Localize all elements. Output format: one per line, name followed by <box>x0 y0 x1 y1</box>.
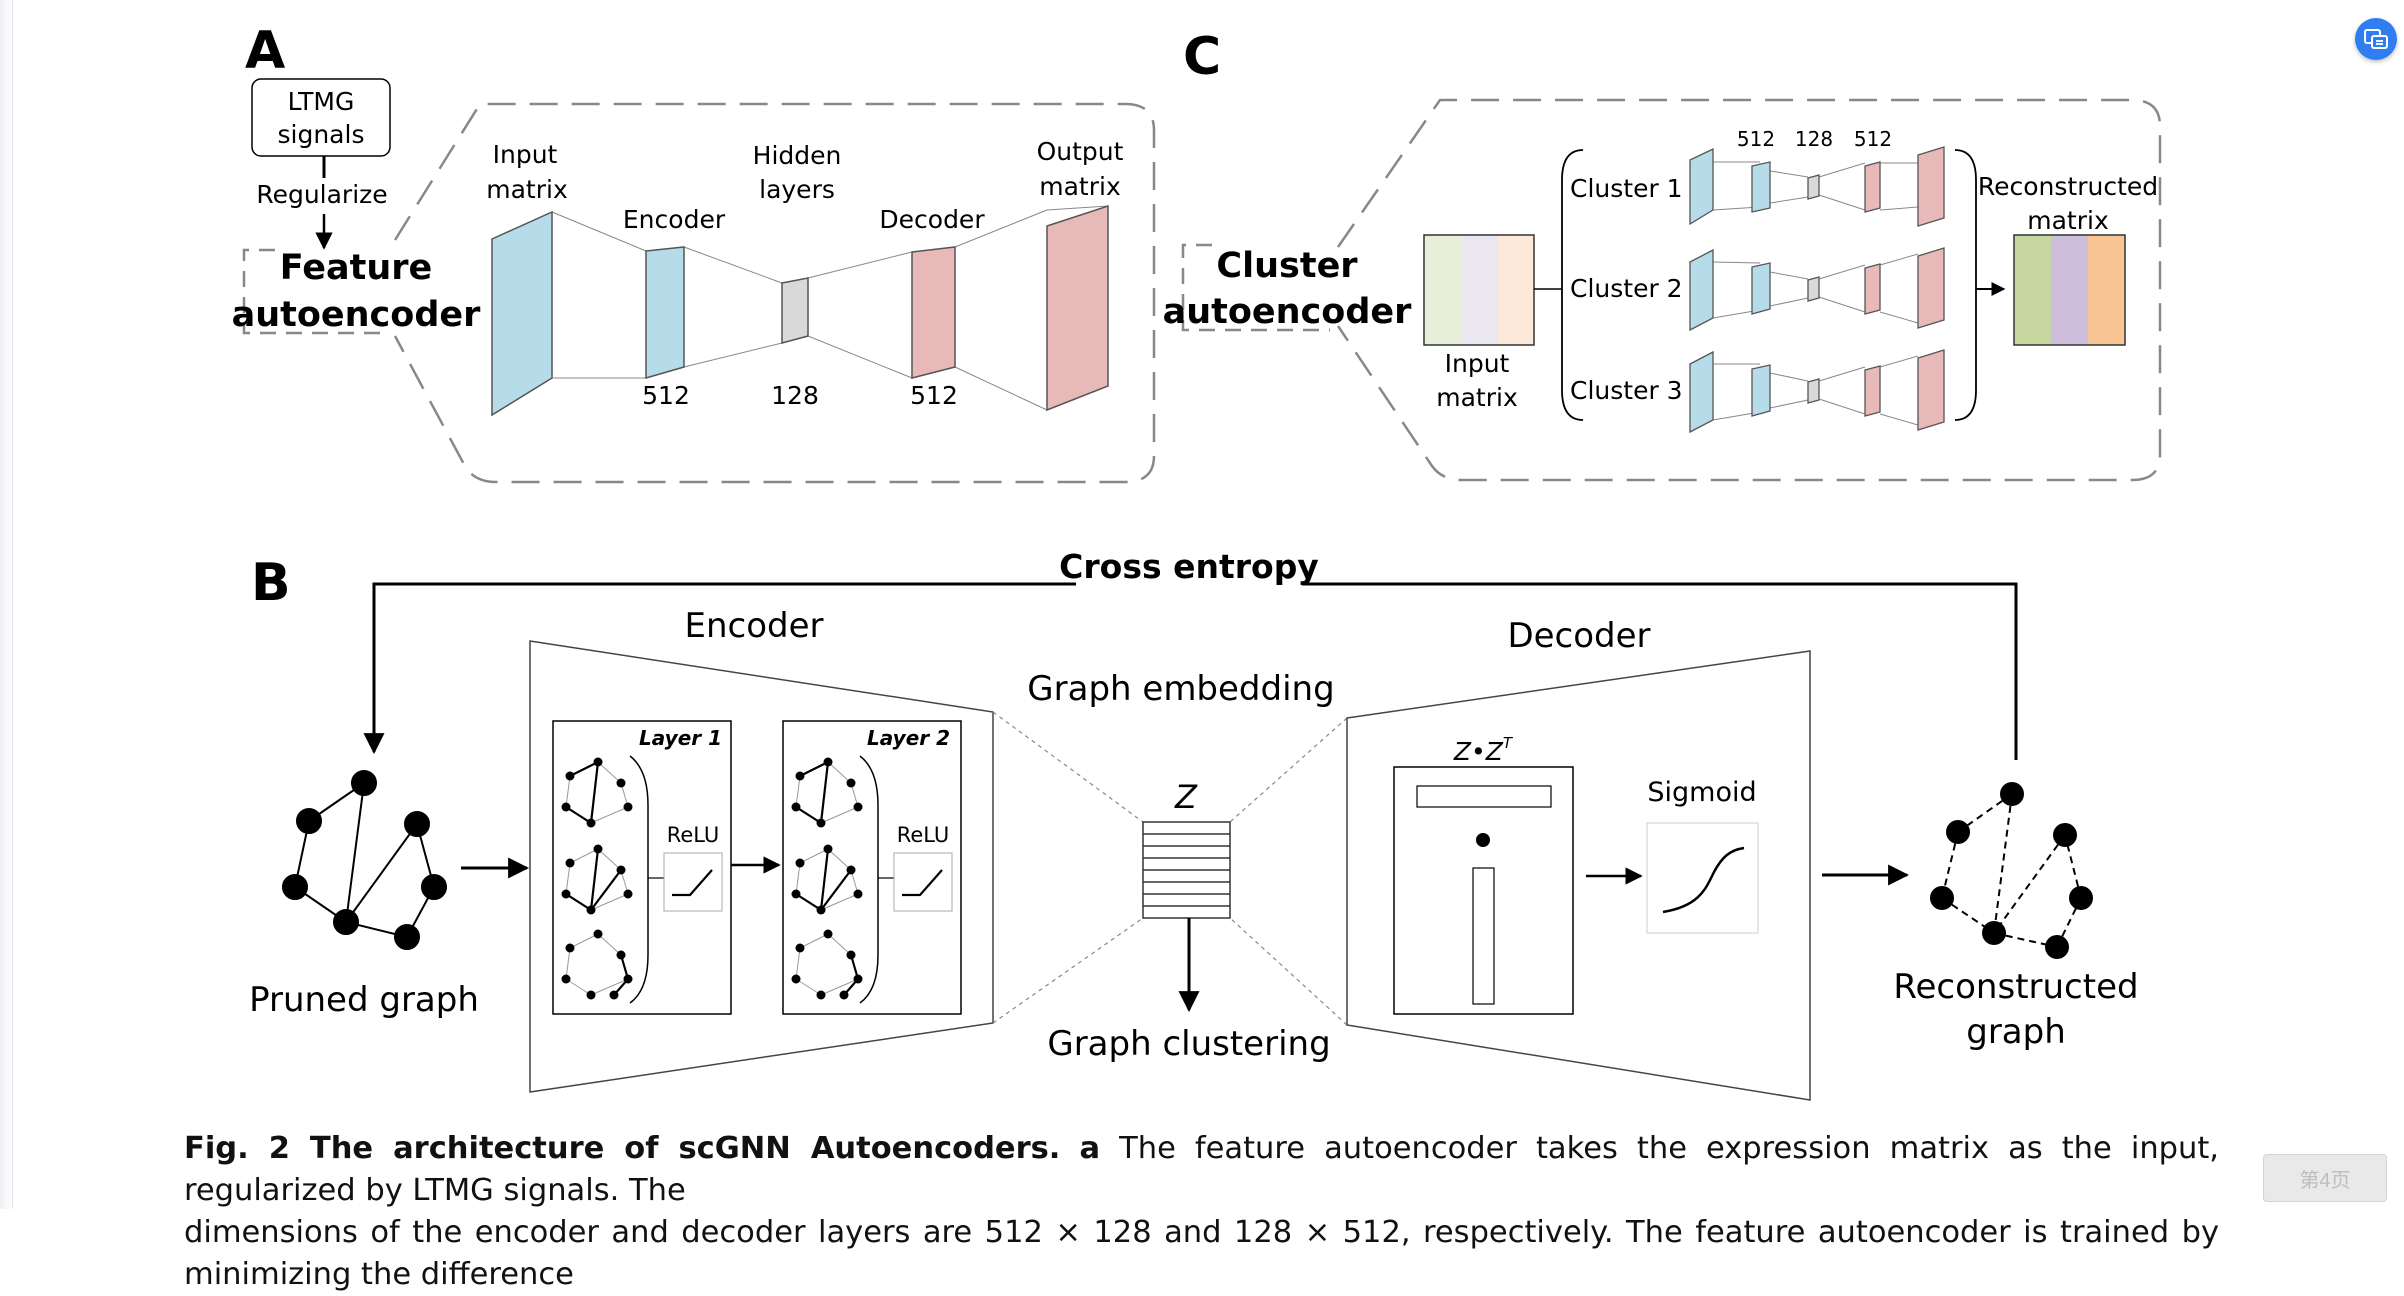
panel-b: B Cross entropy Pruned graph Encoder <box>249 547 2139 1101</box>
encoder-layer <box>645 246 685 379</box>
caption-panel-letter: a <box>1079 1131 1101 1166</box>
decoder-dim-label: 512 <box>910 381 958 410</box>
z-row-vector <box>1416 785 1552 808</box>
ltmg-box <box>251 78 391 157</box>
translate-tool-button[interactable] <box>2355 18 2397 60</box>
figure-2: A LTMG signals Regularize Feature autoen… <box>232 21 2162 1101</box>
cluster-input-label-2: matrix <box>1436 383 1518 412</box>
layer-2-relu-icon <box>902 869 943 897</box>
panel-a: A LTMG signals Regularize Feature autoen… <box>232 21 1156 484</box>
encoder-dim-label: 512 <box>642 381 690 410</box>
cluster-autoencoder-label-2: autoencoder <box>1163 292 1413 332</box>
reconstructed-graph-label-1: Reconstructed <box>1893 967 2138 1007</box>
panel-c-letter: C <box>1183 27 1221 87</box>
layer-1-subgraph-1 <box>561 757 633 828</box>
figure-caption: Fig. 2 The architecture of scGNN Autoenc… <box>184 1128 2219 1296</box>
sigmoid-box <box>1646 822 1759 934</box>
cross-entropy-label: Cross entropy <box>1059 547 1319 586</box>
reconstructed-matrix <box>2013 234 2126 346</box>
encoder-label-b: Encoder <box>684 606 823 646</box>
layer-1-relu-label: ReLU <box>667 823 720 847</box>
input-matrix-layer <box>491 210 553 417</box>
caption-line-2: dimensions of the encoder and decoder la… <box>184 1215 2219 1292</box>
hidden-layers-label-2: layers <box>759 175 835 204</box>
layer-1-relu-box <box>663 852 723 912</box>
dot-product-icon <box>1476 833 1490 847</box>
input-matrix-label-1: Input <box>493 140 558 169</box>
zzt-label: Z•ZT <box>1453 734 1514 766</box>
sigmoid-curve-icon <box>1662 846 1745 914</box>
hidden-layer <box>781 277 809 344</box>
reconstructed-matrix-label-2: matrix <box>2027 206 2109 235</box>
panel-b-letter: B <box>251 553 291 613</box>
output-matrix-label-1: Output <box>1037 137 1124 166</box>
encoder-label: Encoder <box>623 205 726 234</box>
z-embedding-matrix <box>1142 821 1231 919</box>
layer-1-brace <box>629 755 649 1004</box>
input-matrix-label-2: matrix <box>486 175 568 204</box>
page-number-badge[interactable]: 第4页 <box>2263 1154 2387 1202</box>
graph-clustering-label: Graph clustering <box>1047 1024 1330 1064</box>
cluster-autoencoder-bracket <box>1181 243 1330 332</box>
reconstructed-matrix-label-1: Reconstructed <box>1978 172 2158 201</box>
cluster-input-matrix <box>1423 234 1535 346</box>
feature-autoencoder-zoom-outline <box>393 102 1156 484</box>
reconstructed-graph-label-2: graph <box>1966 1012 2066 1052</box>
panel-c: C Cluster autoencoder Input matrix 512 1… <box>1163 27 2162 482</box>
pruned-graph-label: Pruned graph <box>249 980 479 1020</box>
layer-1-relu-icon <box>672 869 713 897</box>
layer-2-brace <box>859 755 879 1004</box>
layer-1-subgraph-3 <box>561 929 633 1000</box>
graph-embedding-label: Graph embedding <box>1027 669 1334 709</box>
z-label: Z <box>1174 778 1198 816</box>
output-matrix-label-2: matrix <box>1039 172 1121 201</box>
layer-2-subgraph-1 <box>791 757 863 828</box>
cluster-autoencoder-label-1: Cluster <box>1216 246 1358 286</box>
output-matrix-layer <box>1046 204 1109 412</box>
hidden-dim-label: 128 <box>771 381 819 410</box>
decoder-layer <box>911 246 956 379</box>
cluster-3-network <box>1689 349 1945 434</box>
layer-1-subgraph-2 <box>561 844 633 915</box>
viewer-left-edge <box>0 0 13 1209</box>
feature-autoencoder-bracket <box>242 248 380 335</box>
pruned-graph <box>282 770 447 950</box>
layer-2-label: Layer 2 <box>867 726 950 750</box>
cluster-1-network <box>1689 146 1945 227</box>
cluster-autoencoder-zoom-outline <box>1336 98 2162 482</box>
cluster-input-label-1: Input <box>1445 349 1510 378</box>
cluster-1-label: Cluster 1 <box>1570 174 1683 203</box>
cluster-dim-512-a: 512 <box>1737 127 1775 151</box>
cluster-left-brace <box>1561 149 1584 421</box>
caption-line-1: The feature autoencoder takes the expres… <box>184 1131 2219 1208</box>
layer-2-relu-label: ReLU <box>897 823 950 847</box>
layer-2-relu-box <box>893 852 953 912</box>
cluster-2-label: Cluster 2 <box>1570 274 1683 303</box>
decoder-label: Decoder <box>879 205 985 234</box>
translate-icon <box>2364 29 2388 49</box>
cluster-2-network <box>1689 247 1945 332</box>
hidden-layers-label-1: Hidden <box>753 141 842 170</box>
reconstructed-graph <box>1941 793 2082 948</box>
z-column-vector <box>1472 867 1495 1005</box>
layer-2-subgraph-2 <box>791 844 863 915</box>
feature-autoencoder-label-1: Feature <box>280 248 433 288</box>
ltmg-label-1: LTMG <box>288 87 355 116</box>
decoder-label-b: Decoder <box>1507 616 1650 656</box>
cluster-right-brace <box>1954 149 1977 421</box>
cluster-dim-128: 128 <box>1795 127 1833 151</box>
regularize-label: Regularize <box>256 180 387 209</box>
sigmoid-label: Sigmoid <box>1647 777 1756 808</box>
layer-1-label: Layer 1 <box>639 726 722 750</box>
feature-autoencoder-label-2: autoencoder <box>232 295 482 335</box>
cluster-dim-512-b: 512 <box>1854 127 1892 151</box>
cluster-3-label: Cluster 3 <box>1570 376 1683 405</box>
ltmg-label-2: signals <box>278 120 365 149</box>
panel-a-letter: A <box>245 21 285 81</box>
caption-title: Fig. 2 The architecture of scGNN Autoenc… <box>184 1131 1061 1166</box>
layer-2-subgraph-3 <box>791 929 863 1000</box>
